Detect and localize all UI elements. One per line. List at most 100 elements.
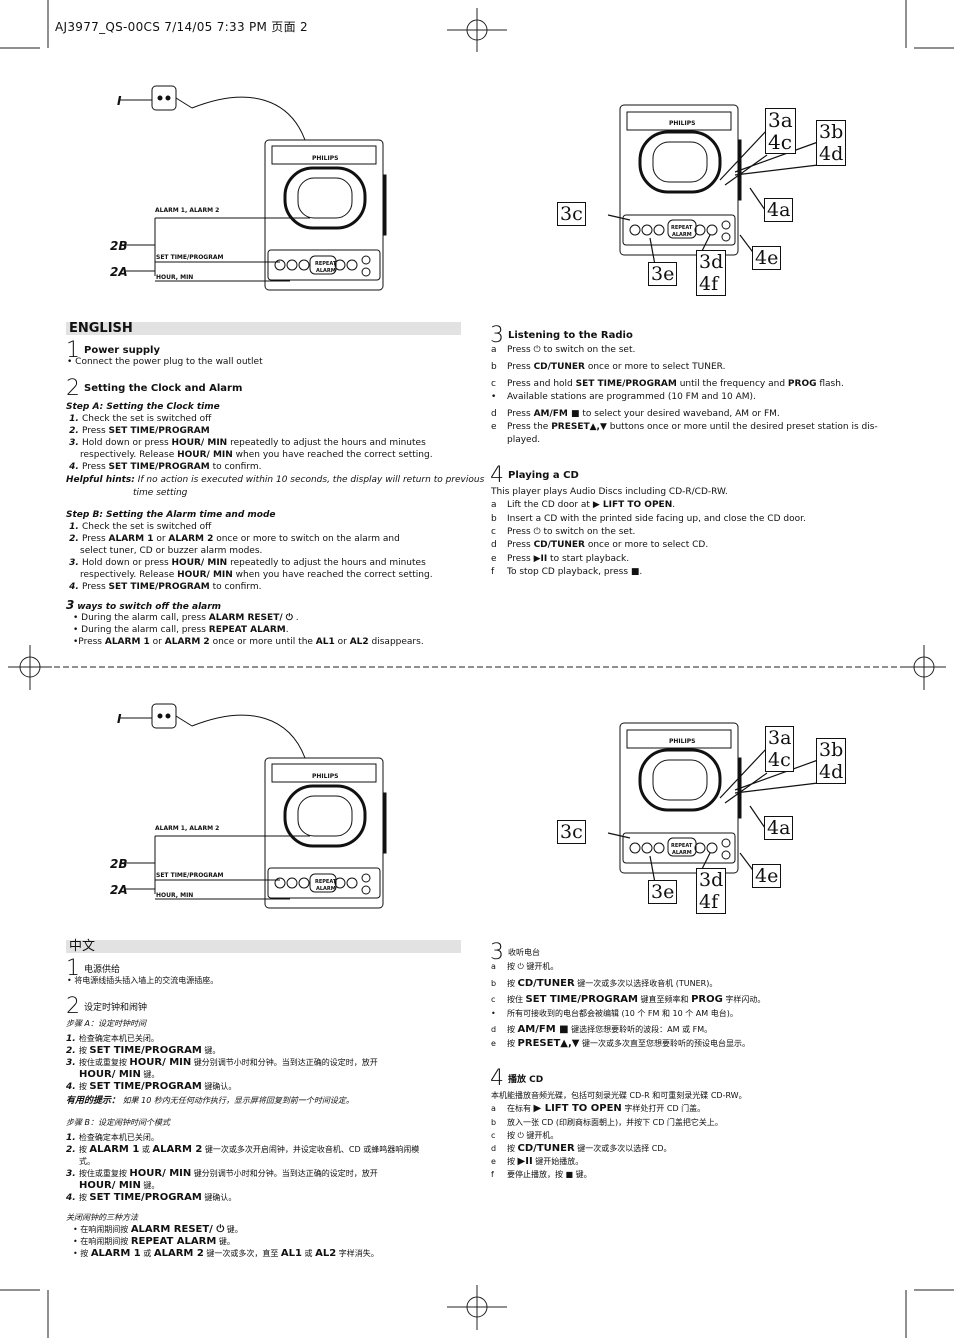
label-alarm-word-3: ALARM [672, 850, 692, 856]
en-stepB-head: Step B: Setting the Alarm time and mode [66, 510, 276, 520]
zh-step1-line: • 将电源线插头插入墙上的交流电源插座。 [67, 976, 219, 985]
en-ways-head: 3 ways to switch off the alarm [66, 598, 222, 612]
label-alarm-word-b: ALARM [316, 886, 336, 892]
zh-b2b: 式。 [79, 1157, 95, 1166]
brand: PHILIPS [312, 155, 339, 162]
callout-3e-b: 3e [648, 880, 678, 904]
label-set-time: SET TIME/PROGRAM [156, 254, 224, 261]
callout-4e: 4e [752, 246, 782, 270]
en-r-c2: •Available stations are programmed (10 F… [491, 392, 756, 402]
brand-2: PHILIPS [669, 120, 696, 127]
label-2a-b: 2A [110, 883, 128, 897]
zh-b1: 1. 检查确定本机已关闭。 [66, 1133, 159, 1143]
section-title-english: ENGLISH [66, 322, 461, 335]
zh-a2: 2. 按 SET TIME/PROGRAM 键。 [66, 1045, 221, 1056]
en-b2: 2. Press ALARM 1 or ALARM 2 once or more… [66, 534, 400, 544]
en-a3: 3. Hold down or press HOUR/ MIN repeated… [66, 438, 426, 448]
en-r-e2: played. [507, 435, 541, 445]
en-hint: Helpful hints: If no action is executed … [66, 475, 485, 485]
callout-3c-b: 3c [557, 820, 586, 844]
en-b2b: select tuner, CD or buzzer alarm modes. [80, 546, 263, 556]
zh-b2: 2. 按 ALARM 1 或 ALARM 2 键一次或多次开启闹钟，并设定收音机… [66, 1144, 420, 1155]
label-set-time-b: SET TIME/PROGRAM [156, 872, 224, 879]
zh-c0: 本机能播放音频光碟，包括可刻录光碟 CD-R 和可重刻录光碟 CD-RW。 [491, 1091, 747, 1100]
file-header: AJ3977_QS-00CS 7/14/05 7:33 PM 页面 2 [55, 20, 308, 34]
label-hour-min: HOUR, MIN [156, 274, 194, 281]
zh-w3: • 按 ALARM 1 或 ALARM 2 键一次或多次，直至 AL1 或 AL… [73, 1248, 379, 1259]
label-2a: 2A [110, 265, 128, 279]
label-hour-min-b: HOUR, MIN [156, 892, 194, 899]
zh-ways-head: 关闭闹钟的三种方法 [66, 1213, 138, 1222]
zh-stepB-head: 步骤 B：设定闹钟时间个模式 [66, 1118, 171, 1127]
en-hint2: time setting [133, 488, 188, 498]
label-repeat: REPEAT [315, 261, 337, 267]
label-1-b: I [117, 712, 122, 726]
zh-w1: • 在响闹期间按 ALARM RESET/ ⏻ 键。 [73, 1224, 243, 1235]
en-a4: 4. Press SET TIME/PROGRAM to confirm. [66, 462, 262, 472]
callout-3b4d: 3b 4d [816, 120, 847, 166]
zh-b3: 3. 按住或重复按 HOUR/ MIN 键分别调节小时和分钟。当到达正确的设定时… [66, 1168, 378, 1179]
label-1: I [117, 94, 122, 108]
en-b4: 4. Press SET TIME/PROGRAM to confirm. [66, 582, 262, 592]
zh-a3: 3. 按住或重复按 HOUR/ MIN 键分别调节小时和分钟。当到达正确的设定时… [66, 1057, 378, 1068]
zh-a3b: HOUR/ MIN 键。 [79, 1069, 160, 1080]
callout-3d4f: 3d 4f [696, 250, 727, 296]
callout-3d4f-b: 3d 4f [696, 868, 727, 914]
callout-3c: 3c [557, 202, 586, 226]
en-a2: 2. Press SET TIME/PROGRAM [66, 426, 210, 436]
en-a1: 1. Check the set is switched off [66, 414, 212, 424]
callout-3b4d-b: 3b 4d [816, 738, 847, 784]
label-alarm: ALARM 1, ALARM 2 [155, 207, 220, 214]
device-diagram-power-2 [120, 703, 387, 909]
zh-hint: 有用的提示： 如果 10 秒内无任何动作执行，显示屏将回复到前一个时间设定。 [66, 1096, 354, 1106]
label-repeat-2: REPEAT [671, 225, 693, 231]
en-step1-line: • Connect the power plug to the wall out… [67, 357, 263, 367]
label-2b-b: 2B [110, 857, 128, 871]
brand-3: PHILIPS [312, 773, 339, 780]
en-a3b: respectively. Release HOUR/ MIN when you… [80, 450, 433, 460]
zh-stepA-head: 步骤 A：设定时钟时间 [66, 1019, 147, 1028]
label-repeat-3: REPEAT [671, 843, 693, 849]
label-alarm-word-2: ALARM [672, 232, 692, 238]
zh-a4: 4. 按 SET TIME/PROGRAM 键确认。 [66, 1081, 237, 1092]
zh-r-c2: •所有可接收到的电台都会被编辑 (10 个 FM 和 10 个 AM 电台)。 [491, 1009, 738, 1018]
callout-3a4c: 3a 4c [765, 108, 796, 154]
en-w3: •Press ALARM 1 or ALARM 2 once or more u… [73, 637, 424, 647]
section-title-chinese: 中文 [66, 940, 461, 953]
en-stepA-head: Step A: Setting the Clock time [66, 402, 220, 412]
en-b3: 3. Hold down or press HOUR/ MIN repeated… [66, 558, 426, 568]
device-diagram-power [120, 85, 387, 291]
zh-w2: • 在响闹期间按 REPEAT ALARM 键。 [73, 1236, 235, 1247]
callout-lines [607, 129, 819, 266]
callout-lines-2 [607, 747, 819, 884]
en-w2: • During the alarm call, press REPEAT AL… [73, 625, 289, 635]
en-c0: This player plays Audio Discs including … [491, 487, 728, 497]
label-repeat-b: REPEAT [315, 879, 337, 885]
